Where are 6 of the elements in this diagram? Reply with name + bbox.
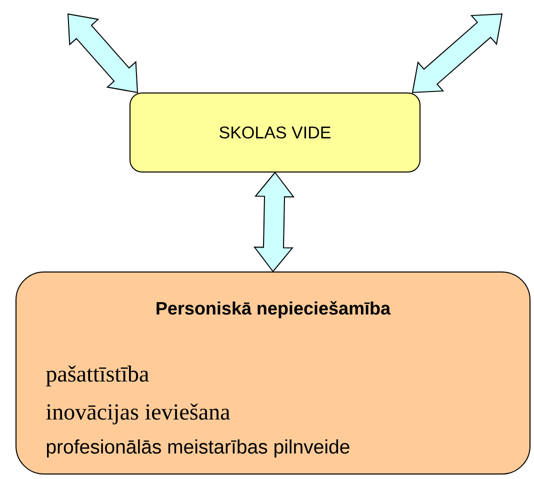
list-item: pašattīstība [46,366,149,386]
box-heading: Personiskā nepieciešamība [156,301,391,318]
process-box: SKOLAS VIDE [130,92,420,172]
list-item: inovācijas ieviešana [46,404,230,424]
list-item: profesionālās meistarības pilnveide [46,439,350,458]
info-box [16,272,530,474]
